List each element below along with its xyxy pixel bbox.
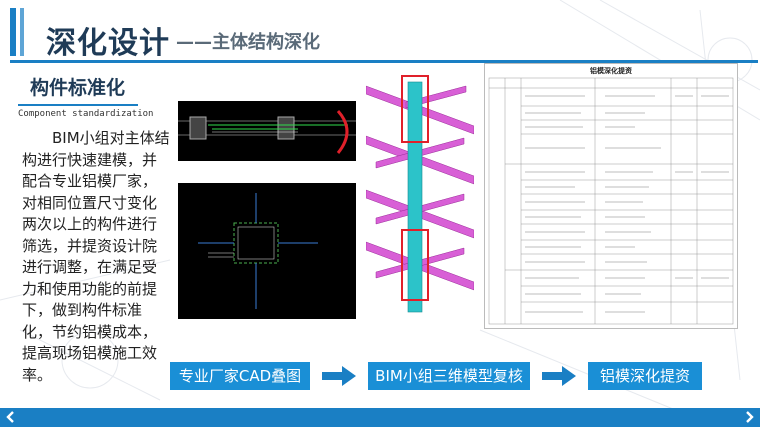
- table-title: 铝模深化提资: [590, 67, 632, 75]
- flow-step-cad-overlay: 专业厂家CAD叠图: [170, 362, 310, 390]
- footer-bar: [0, 408, 760, 427]
- section-underline: [18, 104, 138, 106]
- page-title: 深化设计: [46, 26, 170, 61]
- page-subtitle: ——主体结构深化: [176, 32, 320, 53]
- header-accent-bar-2: [20, 8, 24, 56]
- flow-step-formwork-submission: 铝模深化提资: [588, 362, 702, 390]
- cad-overlay-image-1: [178, 101, 356, 161]
- chevron-left-icon[interactable]: [4, 410, 18, 424]
- header-divider: [10, 60, 758, 63]
- table-grid: [488, 77, 734, 325]
- header-accent-bar-1: [10, 8, 16, 56]
- body-paragraph: BIM小组对主体结构进行快速建模，并配合专业铝模厂家，对相同位置尺寸变化两次以上…: [22, 129, 170, 384]
- arrow-right-icon: [322, 366, 356, 386]
- flow-step-bim-review: BIM小组三维模型复核: [368, 362, 530, 390]
- cad-overlay-image-2: [178, 183, 356, 319]
- arrow-right-icon: [542, 366, 576, 386]
- section-subtitle-en: Component standardization: [18, 109, 154, 119]
- section-title: 构件标准化: [30, 77, 126, 99]
- bim-3d-model: [366, 75, 474, 313]
- aluminum-formwork-table: 铝模深化提资: [484, 63, 738, 329]
- chevron-right-icon[interactable]: [742, 410, 756, 424]
